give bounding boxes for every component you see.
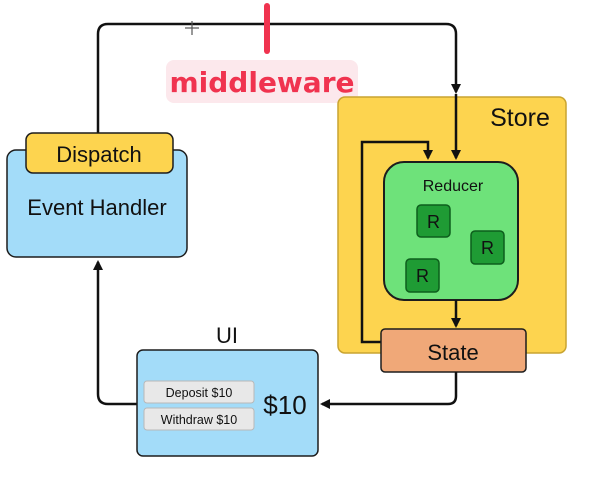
- reducer-item-3-label: R: [416, 266, 429, 286]
- dispatch-to-store-arrow: [96, 22, 461, 135]
- state-to-reducer-loop: [360, 140, 433, 344]
- state-to-ui-arrow: [320, 372, 458, 409]
- withdraw-button[interactable]: [143, 407, 255, 431]
- reducer-item-3: [405, 258, 440, 293]
- reducer-item-2-label: R: [481, 238, 494, 258]
- dispatch-label: Dispatch: [56, 142, 142, 167]
- balance-value: $10: [263, 390, 306, 420]
- reducer-item-2: [470, 230, 505, 265]
- event-handler-label: Event Handler: [27, 195, 166, 220]
- state-label: State: [427, 340, 478, 365]
- reducer-item-1-label: R: [427, 212, 440, 232]
- deposit-button[interactable]: [143, 380, 255, 404]
- state-box: [380, 328, 527, 373]
- ui-to-event-handler-arrow: [93, 260, 137, 406]
- reducer-item-1: [416, 204, 451, 238]
- dispatch-box: [25, 132, 174, 174]
- store-label: Store: [490, 104, 550, 132]
- middleware-label-bg: [166, 60, 358, 103]
- withdraw-button-label: Withdraw $10: [161, 413, 237, 427]
- crosshair-icon: [185, 21, 199, 35]
- middleware-label: middleware: [169, 66, 354, 99]
- reducer-label: Reducer: [423, 178, 484, 195]
- deposit-button-label: Deposit $10: [166, 386, 233, 400]
- ui-label: UI: [216, 323, 238, 348]
